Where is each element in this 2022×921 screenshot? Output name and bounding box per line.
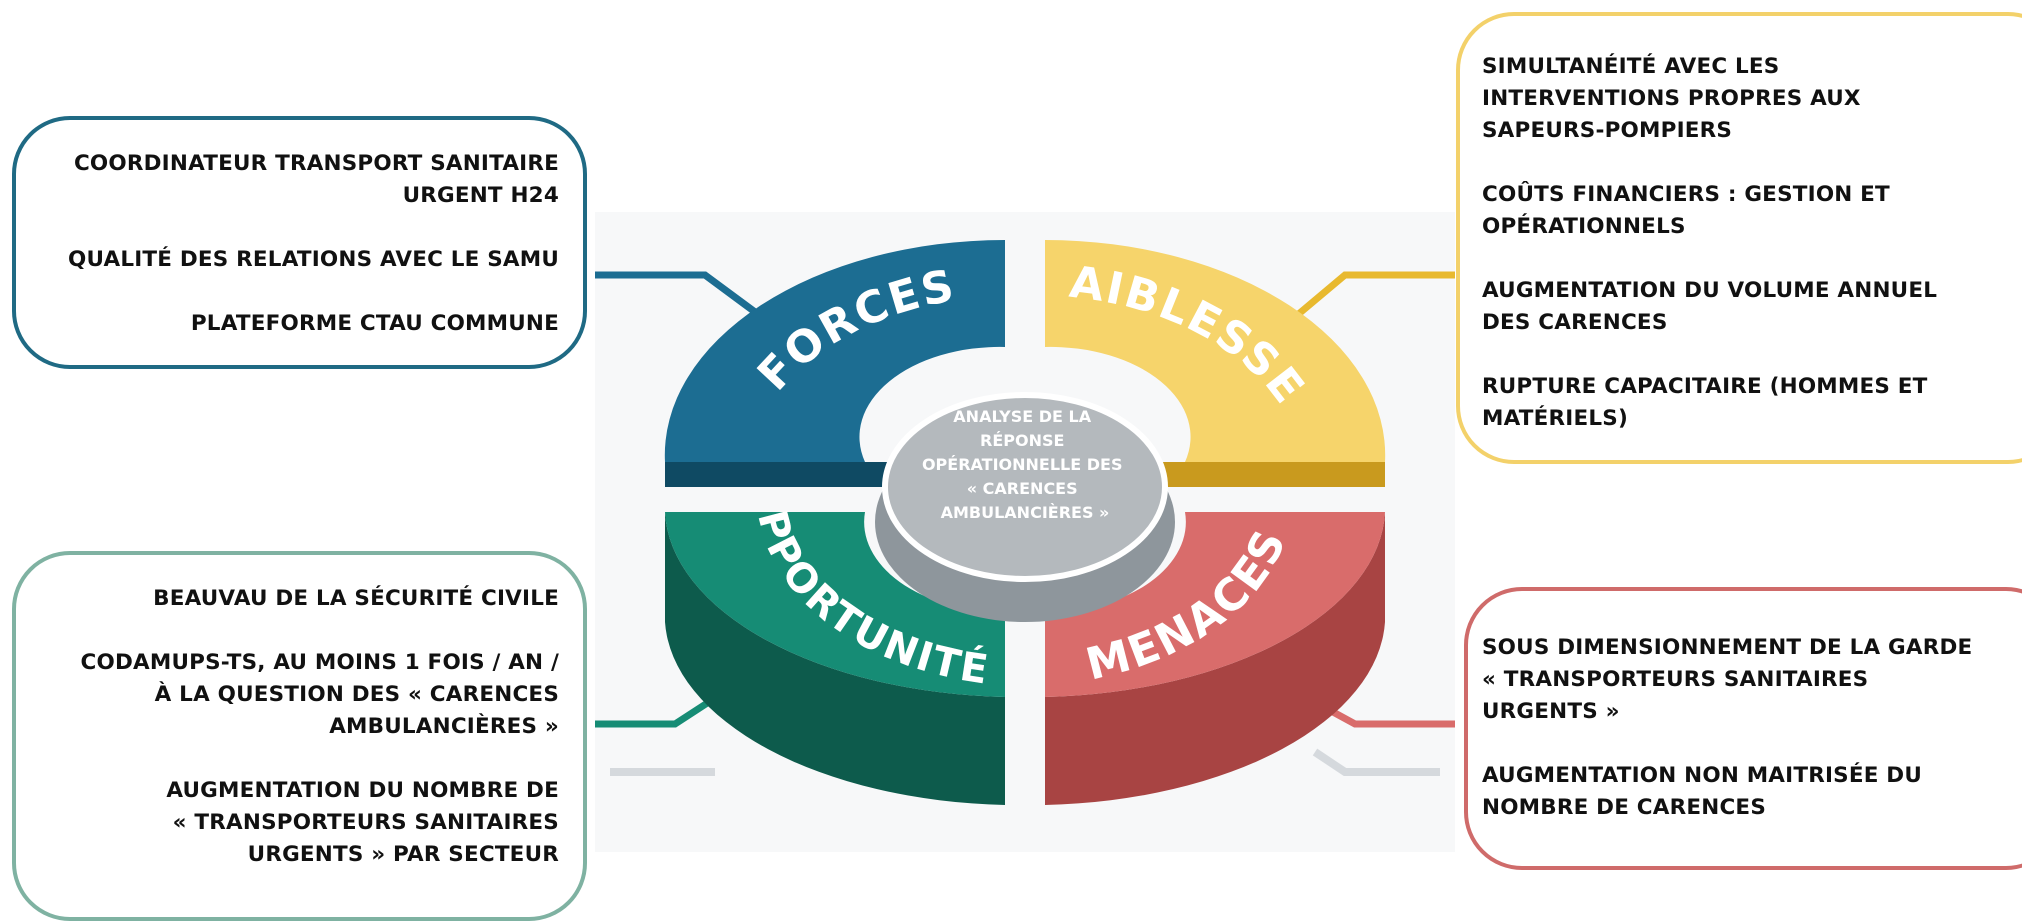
faiblesses-item: RUPTURE CAPACITAIRE (HOMMES ET MATÉRIELS… <box>1482 374 1928 431</box>
menaces-item: SOUS DIMENSIONNEMENT DE LA GARDE « TRANS… <box>1482 635 1973 724</box>
faiblesses-segment <box>1045 239 1386 462</box>
hub <box>882 392 1168 582</box>
menaces-item: AUGMENTATION NON MAITRISÉE DU NOMBRE DE … <box>1482 763 1922 820</box>
faiblesses-connector <box>1292 271 1455 320</box>
shadow-line-right <box>1312 748 1440 776</box>
center-label-line: AMBULANCIÈRES » <box>941 503 1110 522</box>
opportunites-side <box>665 512 1005 805</box>
opportunites-item: CODAMUPS-TS, AU MOINS 1 FOIS / AN / À LA… <box>80 650 559 739</box>
swot-wheel: FORCES FAIBLESSES OPPORTUNITÉS MENACES A… <box>595 212 1455 852</box>
forces-item: PLATEFORME CTAU COMMUNE <box>190 311 559 336</box>
forces-item: QUALITÉ DES RELATIONS AVEC LE SAMU <box>68 247 559 272</box>
faiblesses-panel: SIMULTANÉITÉ AVEC LES INTERVENTIONS PROP… <box>1456 12 2022 464</box>
menaces-side <box>1045 512 1385 805</box>
faiblesses-item: AUGMENTATION DU VOLUME ANNUEL DES CARENC… <box>1482 278 1938 335</box>
menaces-panel: SOUS DIMENSIONNEMENT DE LA GARDE « TRANS… <box>1464 587 2022 870</box>
menaces-segment <box>1045 512 1385 697</box>
center-label-line: RÉPONSE <box>980 431 1064 450</box>
forces-items: COORDINATEUR TRANSPORT SANITAIRE URGENT … <box>0 148 559 340</box>
opportunites-segment <box>665 512 1005 697</box>
menaces-items: SOUS DIMENSIONNEMENT DE LA GARDE « TRANS… <box>1482 632 2022 824</box>
center-label-line: OPÉRATIONNELLE DES <box>922 455 1123 474</box>
opportunites-item: AUGMENTATION DU NOMBRE DE « TRANSPORTEUR… <box>166 778 559 867</box>
forces-connector <box>595 271 758 315</box>
faiblesses-item: SIMULTANÉITÉ AVEC LES INTERVENTIONS PROP… <box>1482 54 1861 143</box>
forces-item: COORDINATEUR TRANSPORT SANITAIRE URGENT … <box>73 151 559 208</box>
center-label-line: ANALYSE DE LA <box>953 407 1091 426</box>
faiblesses-item: COÛTS FINANCIERS : GESTION ET OPÉRATIONN… <box>1482 182 1890 239</box>
faiblesses-items: SIMULTANÉITÉ AVEC LES INTERVENTIONS PROP… <box>1482 51 2002 435</box>
center-label-line: « CARENCES <box>967 479 1078 498</box>
opportunites-item: BEAUVAU DE LA SÉCURITÉ CIVILE <box>153 586 559 611</box>
opportunites-panel: BEAUVAU DE LA SÉCURITÉ CIVILE CODAMUPS-T… <box>12 551 587 921</box>
opportunites-connector <box>595 695 717 728</box>
opportunites-items: BEAUVAU DE LA SÉCURITÉ CIVILE CODAMUPS-T… <box>0 583 559 871</box>
center-label: ANALYSE DE LA RÉPONSE OPÉRATIONNELLE DES… <box>922 407 1128 522</box>
forces-panel: COORDINATEUR TRANSPORT SANITAIRE URGENT … <box>12 116 587 369</box>
forces-segment <box>664 239 1005 462</box>
